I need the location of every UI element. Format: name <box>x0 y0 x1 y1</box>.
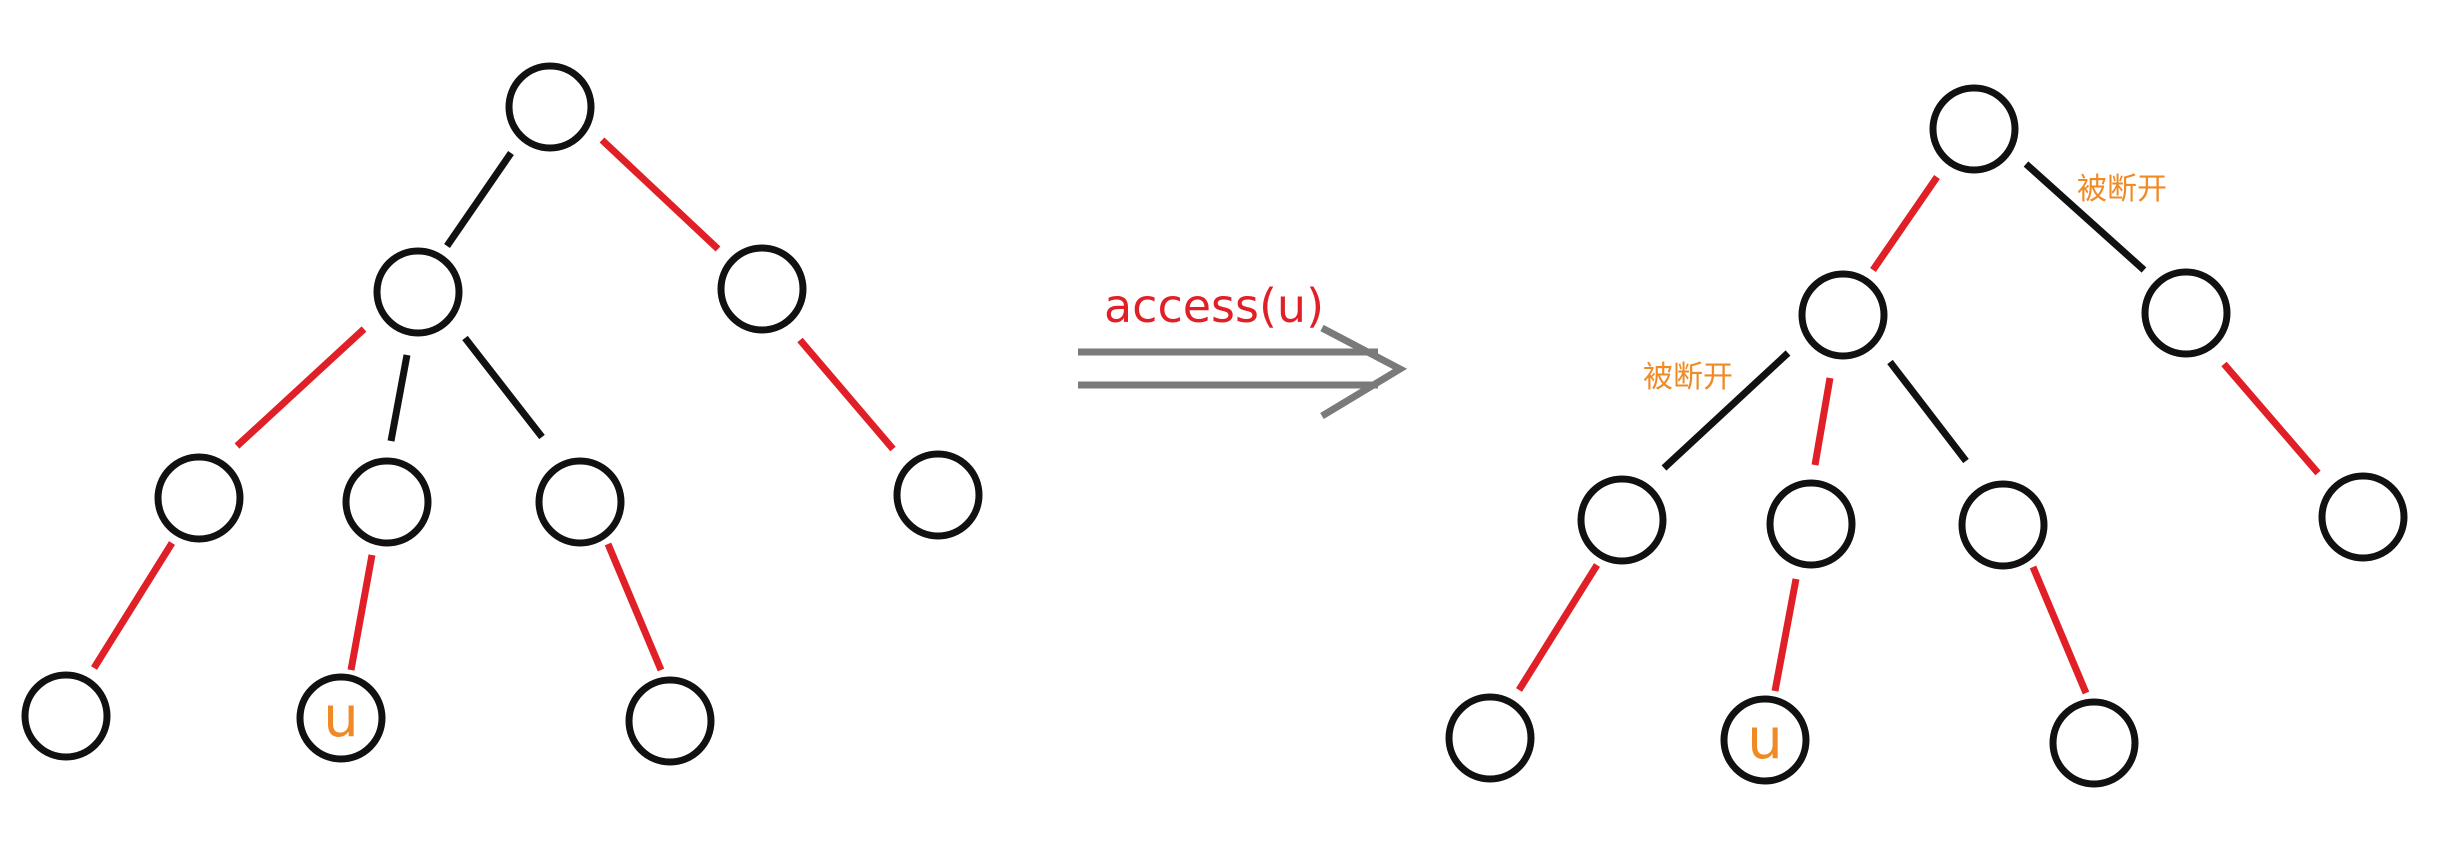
node-c-before <box>154 453 244 543</box>
node-u-label-after: u <box>1747 707 1783 772</box>
node-u-label-before: u <box>323 685 359 750</box>
tree-before: u <box>21 62 983 766</box>
edge-c-g-after <box>1516 563 1600 692</box>
edge-a-c-before <box>234 326 367 449</box>
node-root-after <box>1929 84 2019 174</box>
node-f-before <box>893 450 983 540</box>
node-a-before <box>373 247 463 337</box>
node-u-before <box>296 673 386 763</box>
node-d-after <box>1766 479 1856 569</box>
edge-a-c-after <box>1661 350 1791 471</box>
break-label-a-c: 被断开 <box>1643 360 1733 395</box>
node-b-before <box>717 244 807 334</box>
node-f-after <box>2318 472 2408 562</box>
node-e-before <box>535 457 625 547</box>
node-h-after <box>2049 698 2139 788</box>
edge-e-h-before <box>604 542 665 672</box>
edge-root-b-before <box>599 137 721 252</box>
break-label-root-b: 被断开 <box>2077 172 2167 207</box>
edge-b-f-before <box>797 337 896 452</box>
node-h-before <box>625 676 715 766</box>
edge-root-b-after <box>2023 161 2147 273</box>
node-u-after <box>1720 695 1810 785</box>
access-arrow: access(u) <box>1078 279 1408 419</box>
edge-d-u-before <box>347 554 376 671</box>
edge-root-a-before <box>444 151 514 248</box>
edge-a-e-before <box>462 335 545 440</box>
arrow-head <box>1320 324 1408 419</box>
node-root-before <box>505 62 595 152</box>
node-c-after <box>1577 475 1667 565</box>
tree-after: 被断开 被断开 u <box>1445 84 2408 788</box>
node-b-after <box>2141 268 2231 358</box>
edge-a-d-after <box>1811 377 1834 466</box>
edge-d-u-after <box>1771 578 1800 692</box>
node-g-before <box>21 671 111 761</box>
edge-e-h-after <box>2029 565 2090 695</box>
edge-c-g-before <box>91 541 175 670</box>
node-g-after <box>1445 693 1535 783</box>
operation-label: access(u) <box>1104 279 1324 333</box>
edge-root-a-after <box>1870 175 1940 272</box>
node-d-before <box>342 457 432 547</box>
edge-b-f-after <box>2221 361 2321 476</box>
node-e-after <box>1958 480 2048 570</box>
edge-a-d-before <box>387 354 411 442</box>
node-a-after <box>1798 270 1888 360</box>
edge-a-e-after <box>1887 359 1969 464</box>
